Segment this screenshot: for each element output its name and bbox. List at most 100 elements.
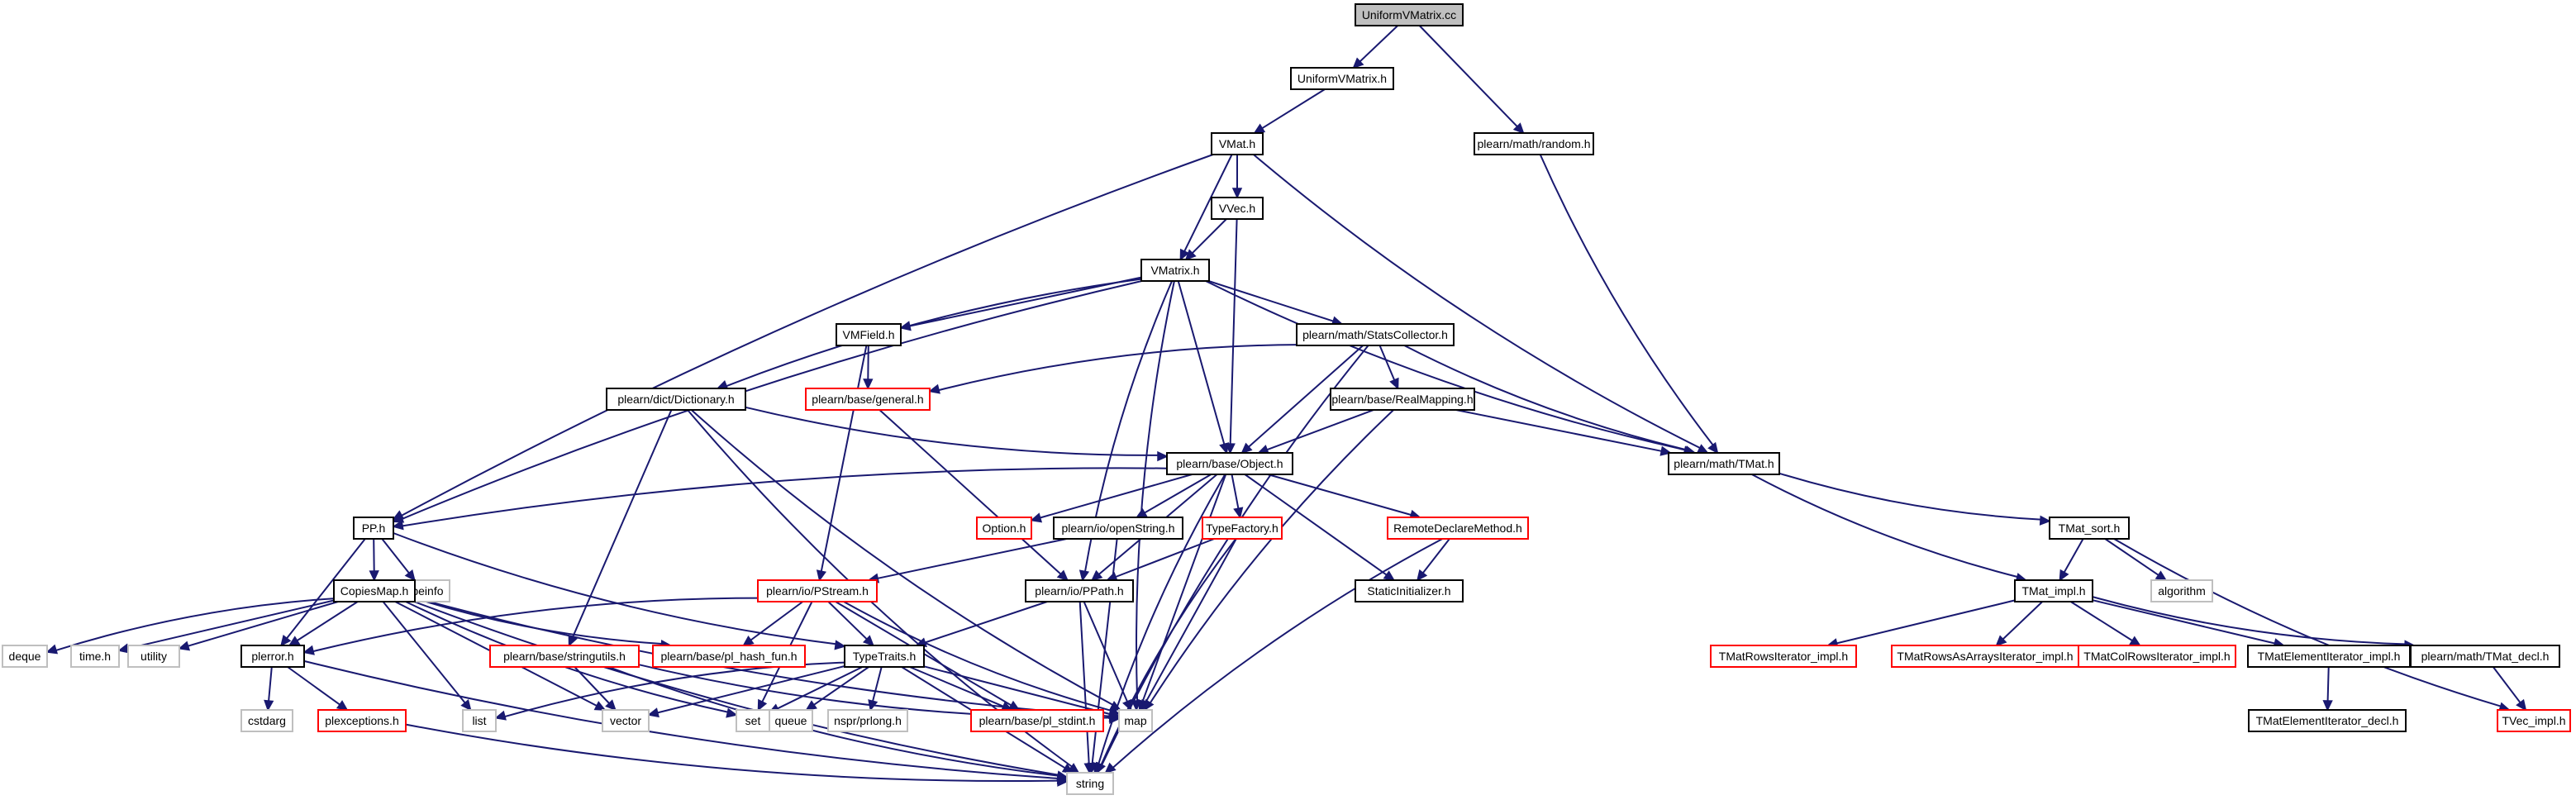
node-realmapping-h[interactable]: plearn/base/RealMapping.h [1330, 388, 1475, 411]
edge-line [1177, 280, 1226, 445]
node-vvec-h[interactable]: VVec.h [1211, 197, 1264, 220]
node-tmatrowsasarraysiterator-impl-h[interactable]: TMatRowsAsArraysIterator_impl.h [1891, 645, 2079, 668]
edge-PStream_h-to-TypeTraits_h [827, 601, 874, 647]
node-tvec-impl-h[interactable]: TVec_impl.h [2497, 709, 2571, 732]
edge-Dictionary_h-to-stringutils_h [568, 409, 673, 647]
node-box [2014, 579, 2093, 602]
node-box [240, 709, 293, 732]
edge-TypeTraits_h-to-vector [647, 665, 845, 718]
node-plerror-h[interactable]: plerror.h [240, 645, 305, 668]
node-statscollector-h[interactable]: plearn/math/StatsCollector.h [1296, 323, 1455, 346]
edge-StatsCollector_h-to-general_h [928, 344, 1298, 394]
node-uniformvmatrix-h[interactable]: UniformVMatrix.h [1290, 67, 1394, 90]
edge-line [924, 601, 1048, 644]
edge-line [1403, 345, 1687, 451]
node-typetraits-h[interactable]: TypeTraits.h [844, 645, 925, 668]
node-ppath-h[interactable]: plearn/io/PPath.h [1025, 579, 1134, 602]
edge-line [867, 345, 869, 380]
arrowhead-icon [834, 640, 846, 650]
edge-line [827, 601, 868, 640]
node-tmat-decl-h[interactable]: plearn/math/TMat_decl.h [2410, 645, 2560, 668]
node-pstream-h[interactable]: plearn/io/PStream.h [757, 579, 878, 602]
node-remotedeclaremethod-h[interactable]: RemoteDeclareMethod.h [1387, 517, 1529, 540]
node-random-h[interactable]: plearn/math/random.h [1474, 132, 1594, 155]
edge-TypeFactory_h-to-string [1095, 538, 1237, 774]
arrowhead-icon [1056, 569, 1069, 582]
node-tmatcolrowsiterator-impl-h[interactable]: TMatColRowsIterator_impl.h [2078, 645, 2236, 668]
edge-line [1183, 154, 1233, 252]
node-label: nspr/prlong.h [834, 714, 902, 727]
node-vector: vector [602, 709, 650, 732]
arrowhead-icon [2322, 700, 2333, 712]
node-staticinitializer-h[interactable]: StaticInitializer.h [1355, 579, 1464, 602]
node-box [1474, 132, 1594, 155]
arrowhead-icon [336, 700, 349, 712]
node-label: list [472, 714, 486, 727]
arrowhead-icon [1131, 700, 1141, 712]
node-pl-hash-fun-h[interactable]: plearn/base/pl_hash_fun.h [652, 645, 806, 668]
edge-plerror_h-to-plexceptions_h [287, 666, 349, 712]
node-tmat-impl-h[interactable]: TMat_impl.h [2014, 579, 2093, 602]
edge-line [402, 280, 1142, 520]
node-vmfield-h[interactable]: VMField.h [836, 323, 902, 346]
node-cstdarg: cstdarg [240, 709, 293, 732]
node-pl-stdint-h[interactable]: plearn/base/pl_stdint.h [970, 709, 1104, 732]
arrowhead-icon [460, 698, 472, 712]
node-object-h[interactable]: plearn/base/Object.h [1166, 452, 1293, 475]
node-utility: utility [127, 645, 180, 668]
arrowhead-icon [288, 636, 301, 646]
edge-line [303, 660, 1059, 779]
node-tmatelementiterator-impl-h[interactable]: TMatElementIterator_impl.h [2247, 645, 2411, 668]
edge-line [2070, 601, 2133, 641]
node-label: UniformVMatrix.h [1298, 72, 1387, 85]
node-string: string [1066, 772, 1114, 795]
node-box [240, 645, 305, 668]
node-label: plearn/base/pl_hash_fun.h [660, 650, 797, 663]
edge-PStream_h-to-plerror_h [302, 597, 759, 655]
edge-line [312, 597, 759, 653]
node-tmat-sort-h[interactable]: TMat_sort.h [2049, 517, 2130, 540]
edge-PP_h-to-CopiesMap_h [369, 538, 379, 582]
node-tmatelementiterator-decl-h[interactable]: TMatElementIterator_decl.h [2248, 709, 2407, 732]
node-openstring-h[interactable]: plearn/io/openString.h [1053, 517, 1183, 540]
node-plexceptions-h[interactable]: plexceptions.h [317, 709, 407, 732]
node-tmatrowsiterator-impl-h[interactable]: TMatRowsIterator_impl.h [1710, 645, 1857, 668]
edge-line [393, 532, 836, 645]
edge-PP_h-to-plerror_h [280, 538, 366, 647]
node-label: TMat_sort.h [2059, 521, 2121, 535]
arrowhead-icon [264, 699, 274, 712]
edge-line [657, 665, 845, 714]
node-label: plearn/base/RealMapping.h [1331, 393, 1473, 406]
arrowhead-icon [2129, 636, 2141, 646]
arrowhead-icon [1253, 123, 1266, 134]
edge-UniformVMatrix_h-to-VMat_h [1253, 88, 1326, 134]
node-label: plearn/base/general.h [812, 393, 923, 406]
node-uniformvmatrix-cc[interactable]: UniformVMatrix.cc [1355, 3, 1464, 26]
node-option-h[interactable]: Option.h [976, 517, 1032, 540]
edge-TypeTraits_h-to-map [923, 665, 1121, 719]
node-box [1118, 709, 1153, 732]
node-dictionary-h[interactable]: plearn/dict/Dictionary.h [606, 388, 746, 411]
arrowhead-icon [816, 569, 826, 582]
edge-line [413, 601, 1059, 776]
edge-line [572, 409, 673, 638]
edge-line [1378, 345, 1396, 381]
node-pp-h[interactable]: PP.h [353, 517, 394, 540]
edge-Object_h-to-TypeFactory_h [1231, 474, 1244, 519]
edge-random_h-to-TMat_h [1539, 154, 1719, 455]
node-general-h[interactable]: plearn/base/general.h [805, 388, 931, 411]
edge-line [1359, 25, 1398, 63]
node-tmat-h[interactable]: plearn/math/TMat.h [1668, 452, 1780, 475]
edge-RemoteDeclareMethod_h-to-string [1104, 538, 1443, 774]
arrowhead-icon [868, 699, 879, 712]
node-stringutils-h[interactable]: plearn/base/stringutils.h [489, 645, 640, 668]
node-vmat-h[interactable]: VMat.h [1211, 132, 1264, 155]
edge-Dictionary_h-to-Object_h [745, 406, 1169, 462]
arrowhead-icon [1083, 762, 1094, 774]
node-vmatrix-h[interactable]: VMatrix.h [1140, 259, 1210, 282]
node-typefactory-h[interactable]: TypeFactory.h [1202, 517, 1283, 540]
arrowhead-icon [1157, 450, 1169, 462]
node-copiesmap-h[interactable]: CopiesMap.h [333, 579, 416, 602]
node-box [462, 709, 497, 732]
edge-TMat_impl_h-to-TMatElementIterator_impl_h [2092, 599, 2285, 649]
